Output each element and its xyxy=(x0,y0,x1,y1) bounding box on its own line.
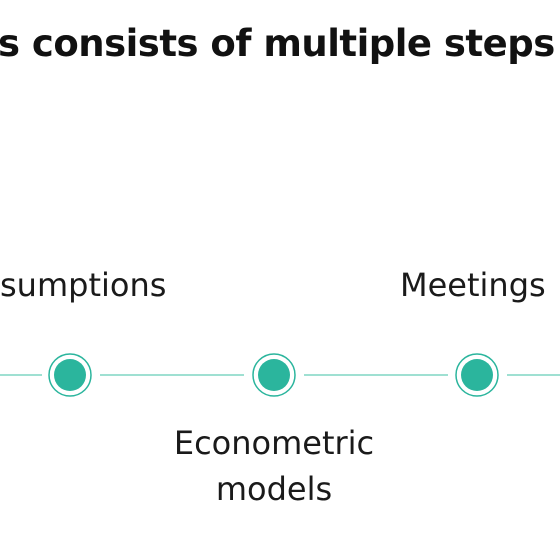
step-node-assumptions xyxy=(48,353,92,397)
step-node-econometric-models xyxy=(252,353,296,397)
step-label-econometric-models: Econometric models xyxy=(173,424,375,508)
step-label-meetings: Meetings xyxy=(400,266,546,304)
slide-title: s consists of multiple steps xyxy=(0,22,555,65)
step-label-assumptions: sumptions xyxy=(0,266,167,304)
step-node-meetings xyxy=(455,353,499,397)
